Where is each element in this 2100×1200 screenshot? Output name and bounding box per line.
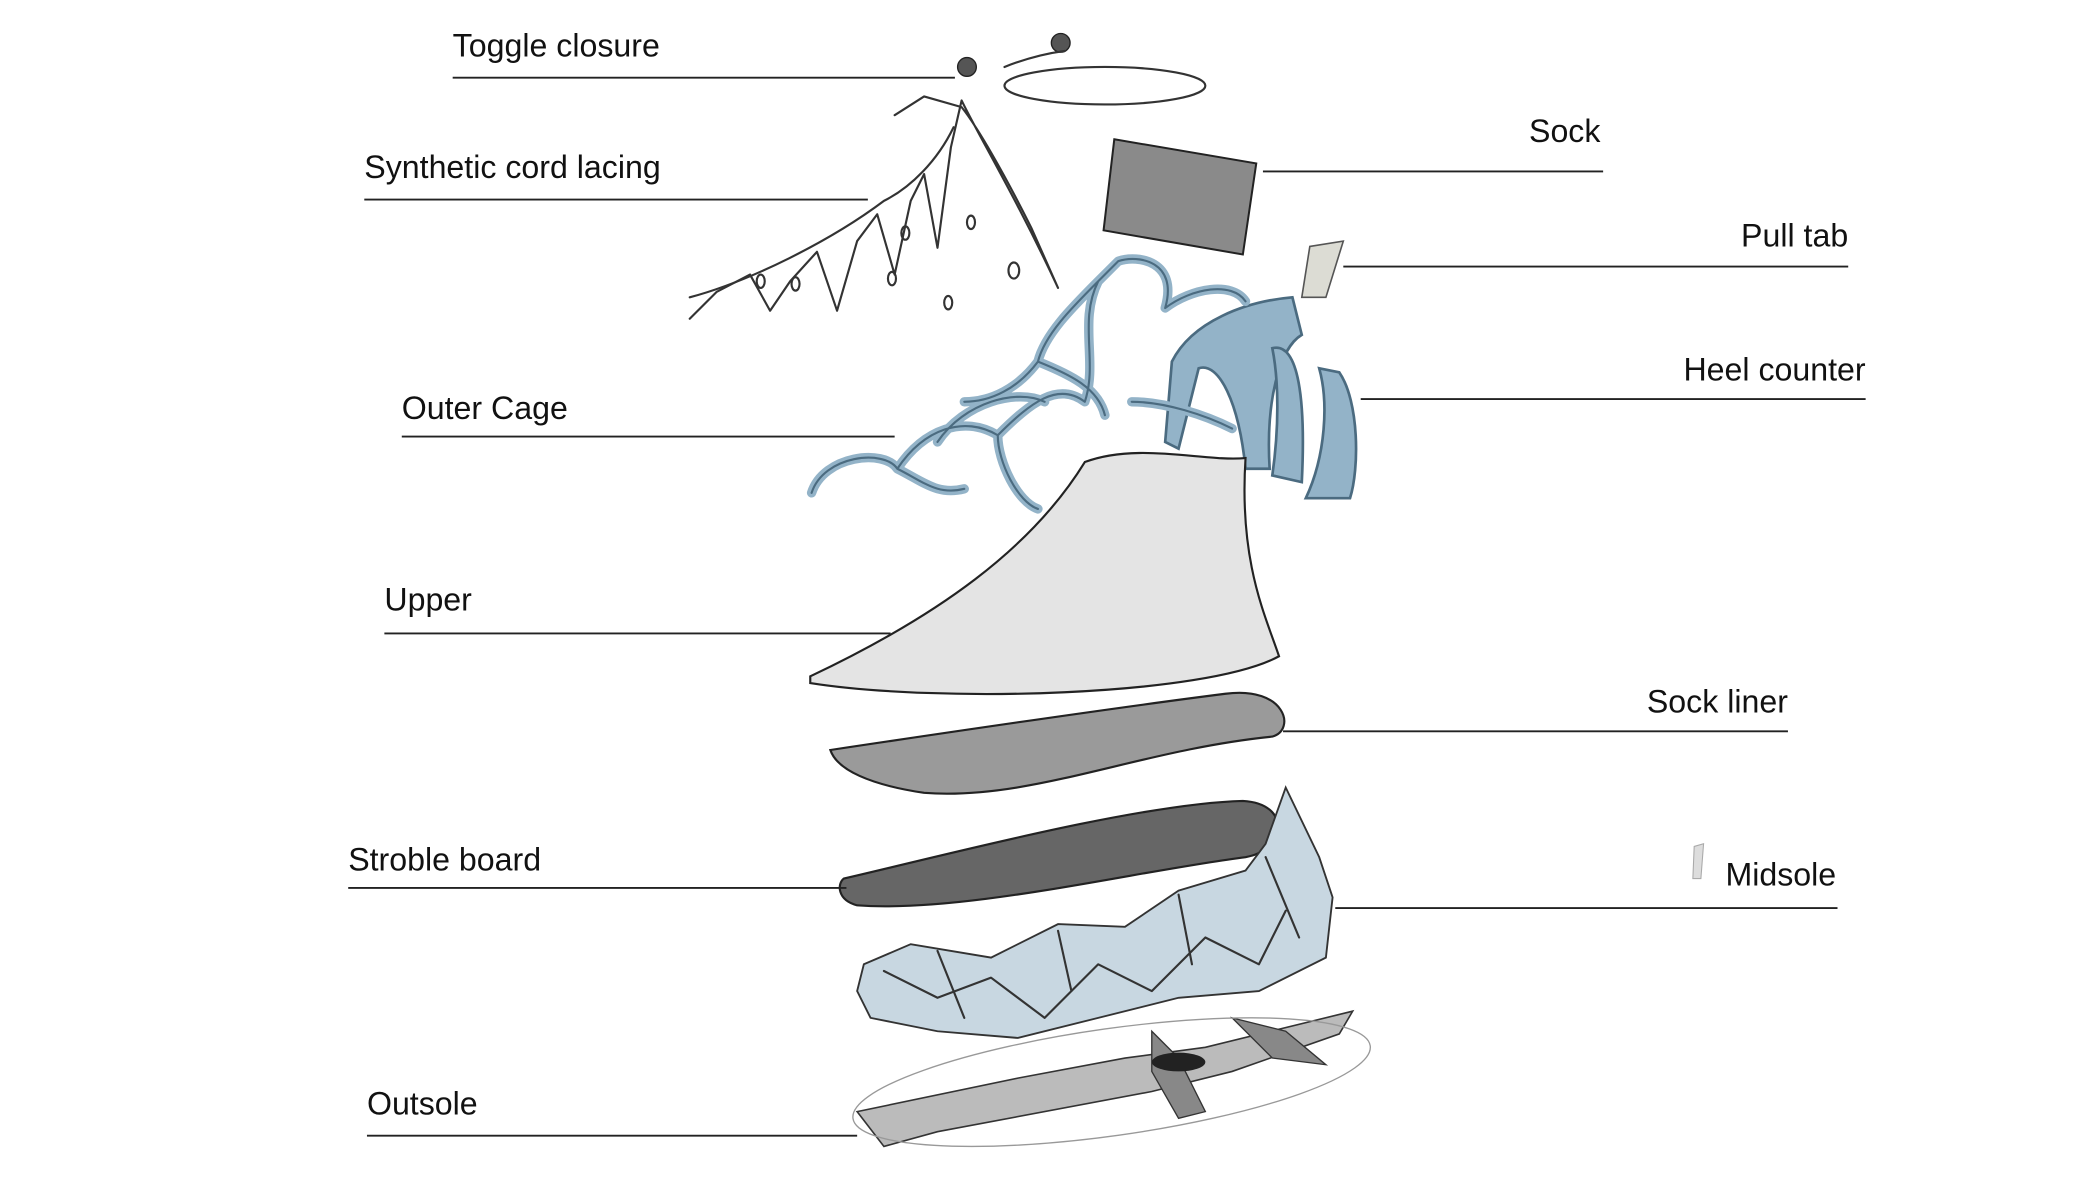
label-outer-cage: Outer Cage (402, 390, 895, 438)
label-sock: Sock (1262, 113, 1604, 173)
label-text: Outer Cage (402, 390, 568, 426)
label-synthetic-cord-lacing: Synthetic cord lacing (364, 149, 868, 201)
sock-liner-part (828, 691, 1286, 795)
label-outsole: Outsole (366, 1085, 858, 1137)
sock-part (1102, 138, 1258, 256)
label-text: Outsole (367, 1085, 478, 1121)
label-text: Stroble board (348, 842, 541, 878)
label-text: Sock liner (1647, 684, 1788, 720)
label-text: Toggle closure (453, 27, 660, 63)
label-toggle-closure: Toggle closure (453, 27, 955, 79)
label-text: Synthetic cord lacing (364, 149, 660, 185)
label-text: Upper (384, 582, 472, 618)
toggle-closure-part (956, 32, 1207, 106)
label-text: Sock (1529, 113, 1601, 149)
label-text: Heel counter (1683, 351, 1865, 387)
heel-counter-part (1163, 295, 1358, 500)
midsole-sketch-mark (1692, 843, 1705, 880)
label-midsole: Midsole (1335, 856, 1838, 909)
outsole-part (852, 1009, 1372, 1148)
label-sock-liner: Sock liner (1283, 684, 1788, 733)
label-pull-tab: Pull tab (1343, 217, 1848, 268)
upper-part (809, 451, 1281, 696)
pull-tab-part (1300, 240, 1345, 299)
outer-cage-part (806, 254, 1251, 514)
midsole-part (856, 785, 1334, 1039)
label-text: Midsole (1725, 856, 1836, 892)
label-text: Pull tab (1741, 217, 1848, 253)
label-upper: Upper (384, 582, 891, 635)
label-heel-counter: Heel counter (1360, 351, 1866, 401)
label-stroble-board: Stroble board (348, 842, 847, 889)
lacing-part (688, 95, 1060, 320)
